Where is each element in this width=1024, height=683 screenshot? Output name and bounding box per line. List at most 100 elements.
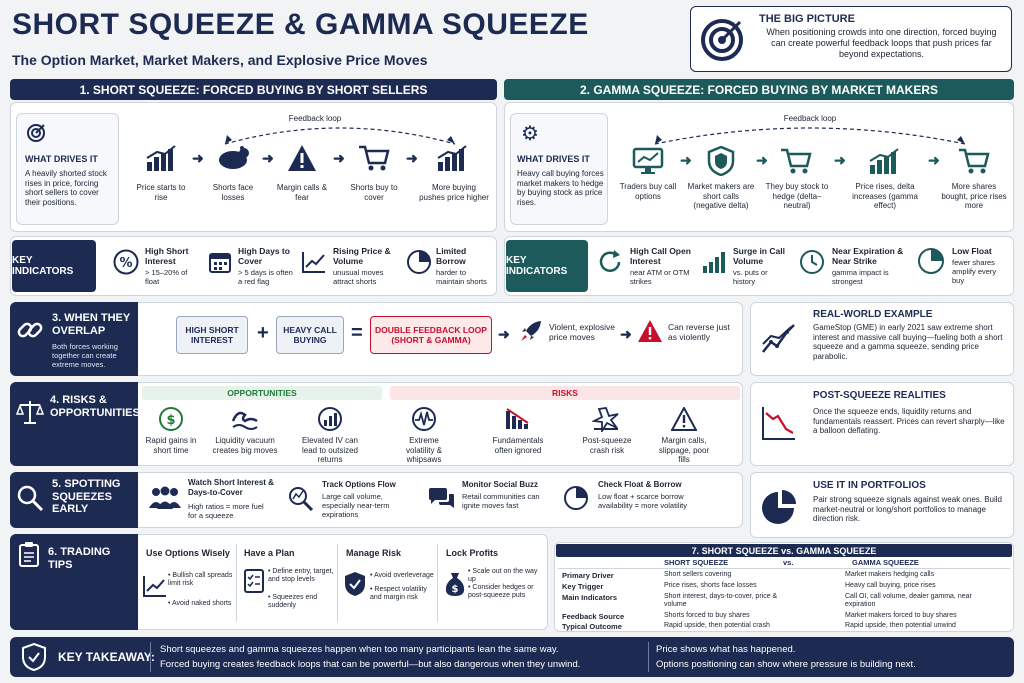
- big-picture-text: When positioning crowds into one directi…: [766, 27, 997, 59]
- section2-drives-card: ⚙ WHAT DRIVES IT Heavy call buying force…: [510, 113, 608, 225]
- step-3-label: Margin calls & fear: [276, 183, 328, 202]
- drives-title: WHAT DRIVES IT: [25, 154, 98, 164]
- post-squeeze-card: POST-SQUEEZE REALITIES Once the squeeze …: [750, 382, 1014, 466]
- compare-row-b: Call OI, call volume, dealer gamma, near…: [845, 593, 972, 609]
- step-2-label: Market makers are short calls (negative …: [687, 182, 755, 211]
- box-label: DOUBLE FEEDBACK LOOP (SHORT & GAMMA): [375, 325, 487, 345]
- compare-vs: vs.: [783, 558, 794, 567]
- pie-chart-icon: [405, 248, 433, 276]
- shield-check-icon: [20, 643, 48, 671]
- compare-row-a: Price rises, shorts face losses: [664, 582, 757, 589]
- compare-row-label: Primary Driver: [562, 571, 614, 580]
- feedback-loop-label: Feedback loop: [288, 114, 342, 123]
- chart-down-icon: [759, 403, 799, 443]
- cart-icon: [356, 143, 392, 173]
- volume-bars-icon: [700, 248, 728, 276]
- clock-icon: [798, 248, 826, 276]
- tips-side: [10, 534, 138, 630]
- divider: [648, 642, 649, 672]
- drives-title: WHAT DRIVES IT: [517, 154, 590, 164]
- takeaway-label: KEY TAKEAWAY:: [58, 650, 155, 664]
- money-bag-icon: $: [442, 570, 468, 598]
- indicators1-label: KEY INDICATORS: [12, 240, 96, 292]
- compare-row-label: Feedback Source: [562, 612, 625, 621]
- indicator-desc: gamma impact is strongest: [832, 268, 889, 286]
- page-title: SHORT SQUEEZE & GAMMA SQUEEZE: [12, 8, 589, 41]
- post-squeeze-text: Once the squeeze ends, liquidity returns…: [813, 407, 1005, 436]
- step-1-label: Price starts to rise: [136, 183, 186, 202]
- compare-row-label: Typical Outcome: [562, 622, 622, 631]
- options-flow-icon: [286, 484, 316, 512]
- result-violent: Violent, explosive price moves: [549, 322, 615, 343]
- takeaway-bar: [10, 637, 1014, 677]
- heavy-call-buying-box: HEAVY CALL BUYING: [276, 316, 344, 354]
- box-label: HEAVY CALL BUYING: [283, 325, 337, 345]
- spotting-item-desc: Large call volume, especially near-term …: [322, 492, 390, 519]
- overlap-side: [10, 302, 138, 376]
- real-world-card: REAL-WORLD EXAMPLE GameStop (GME) in ear…: [750, 302, 1014, 376]
- spotting-item-desc: Low float + scarce borrow availability =…: [598, 492, 687, 510]
- overlap-text: Both forces working together can create …: [52, 342, 118, 369]
- tip-bullet-text: Avoid overleverage: [374, 572, 434, 579]
- gear-icon: ⚙: [521, 122, 539, 145]
- feedback-loop-arrow: [654, 127, 966, 145]
- indicator-title: High Short Interest: [145, 246, 189, 267]
- spotting-item-desc: High ratios = more fuel for a squeeze: [188, 502, 264, 520]
- takeaway-line4: Options positioning can show where press…: [656, 659, 916, 670]
- real-world-title: REAL-WORLD EXAMPLE: [813, 309, 933, 320]
- step-5-label: More buying pushes price higher: [419, 183, 489, 202]
- bear-icon: [215, 143, 251, 173]
- section1-header: 1. SHORT SQUEEZE: FORCED BUYING BY SHORT…: [10, 79, 497, 100]
- compare-header: 7. SHORT SQUEEZE vs. GAMMA SQUEEZE: [556, 544, 1012, 557]
- compare-row-label: Main Indicators: [562, 593, 618, 602]
- arrow-right-icon: ➜: [192, 150, 204, 166]
- tip-bullet: • Scale out on the way up: [468, 568, 538, 584]
- arrow-right-icon: ➜: [928, 152, 940, 168]
- shield-icon: [342, 570, 368, 598]
- svg-text:%: %: [119, 256, 132, 271]
- tip-title: Lock Profits: [446, 548, 499, 558]
- takeaway-line3: Price shows what has happened.: [656, 644, 796, 655]
- opportunities-label: OPPORTUNITIES: [227, 388, 297, 398]
- risk-label: Post-squeeze crash risk: [582, 436, 632, 455]
- portfolios-title: USE IT IN PORTFOLIOS: [813, 480, 926, 491]
- compare-col1: SHORT SQUEEZE: [664, 558, 729, 567]
- dollar-icon: $: [157, 405, 185, 433]
- compare-row-a: Short interest, days-to-cover, price & v…: [664, 593, 778, 609]
- target-icon: [699, 17, 745, 63]
- pie-chart-icon: [916, 246, 946, 276]
- indicator-title: Near Expiration & Near Strike: [832, 246, 904, 267]
- magnifier-icon: [16, 484, 44, 512]
- arrow-right-icon: ➜: [680, 152, 692, 168]
- tip-bullet-text: Consider hedges or post-squeeze puts: [468, 584, 534, 600]
- warning-icon: [636, 318, 664, 344]
- tip-bullet: • Respect volatility and margin risk: [370, 586, 427, 602]
- indicator-title: Limited Borrow: [436, 246, 467, 267]
- chat-bubble-icon: [426, 484, 456, 512]
- box-label: HIGH SHORT INTEREST: [185, 325, 239, 345]
- indicator-desc: > 15–20% of float: [145, 268, 188, 286]
- risk-label: Extreme volatility & whipsaws: [405, 436, 442, 465]
- step-5-label: More shares bought, price rises more: [941, 182, 1007, 211]
- tip-bullet-text: Bullish call spreads limit risk: [168, 572, 233, 588]
- takeaway-line1: Short squeezes and gamma squeezes happen…: [160, 644, 559, 655]
- warning-icon: [284, 143, 320, 173]
- step-4-label: Price rises, delta increases (gamma effe…: [852, 182, 918, 211]
- tip-bullet: • Squeezes end suddenly: [268, 594, 318, 610]
- big-picture-title: THE BIG PICTURE: [759, 13, 855, 25]
- gauge-chart-icon: [316, 405, 344, 433]
- cart-icon: [956, 146, 992, 176]
- result-reverse: Can reverse just as violently: [668, 322, 730, 343]
- chart-up-icon: [866, 146, 902, 176]
- indicator-desc: harder to maintain shorts: [436, 268, 487, 286]
- tip-title: Use Options Wisely: [146, 548, 230, 558]
- compare-row-label: Key Trigger: [562, 582, 604, 591]
- checklist-icon: [242, 566, 266, 594]
- arrow-right-icon: ➜: [756, 152, 768, 168]
- risks-header: RISKS: [390, 386, 740, 400]
- spotting-item-title: Track Options Flow: [322, 480, 396, 489]
- percent-icon: %: [112, 248, 140, 276]
- feedback-loop-arrow: [224, 127, 456, 145]
- cart-icon: [778, 146, 814, 176]
- indicators2-label: KEY INDICATORS: [506, 240, 588, 292]
